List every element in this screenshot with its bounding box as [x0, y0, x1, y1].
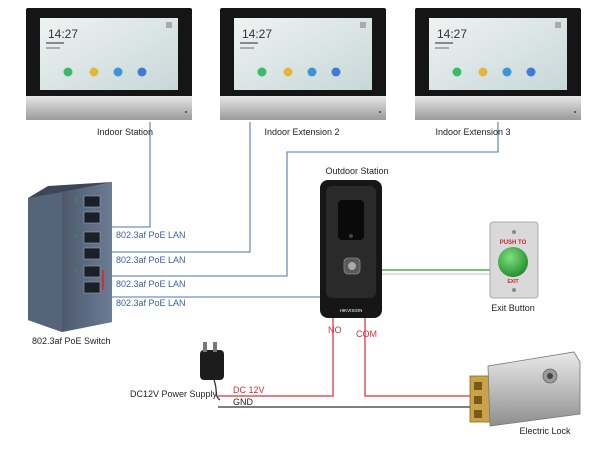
outdoor-station: HIKVISION — [320, 180, 382, 318]
indoor-extension-2: 14:27 — [220, 8, 386, 120]
indoor-station-clock: 14:27 — [48, 27, 78, 41]
indoor-extension-3-label: Indoor Extension 3 — [435, 127, 510, 137]
poe-switch — [28, 182, 112, 332]
no-label: NO — [328, 325, 342, 335]
lan-label-2: 802.3af PoE LAN — [116, 255, 186, 265]
exit-button-bottom-text: EXIT — [507, 279, 518, 285]
lan-label-3: 802.3af PoE LAN — [116, 279, 186, 289]
com-wire — [364, 318, 478, 397]
poe-switch-label: 802.3af PoE Switch — [32, 336, 111, 346]
power-supply-cable — [213, 379, 221, 401]
indoor-station: 14:27 — [26, 8, 192, 120]
wires — [112, 122, 499, 408]
electric-lock-label: Electric Lock — [519, 426, 571, 436]
outdoor-station-label: Outdoor Station — [325, 166, 388, 176]
exit-button-top-text: PUSH TO — [500, 240, 527, 246]
exit-button: PUSH TO EXIT — [489, 221, 539, 299]
electric-lock — [469, 351, 581, 427]
lan-wire-extension-2 — [112, 122, 251, 253]
outdoor-station-brand: HIKVISION — [340, 308, 363, 313]
indoor-extension-3: 14:27 — [415, 8, 581, 120]
lan-wire-indoor-station — [112, 122, 151, 228]
gnd-label: GND — [233, 397, 254, 407]
com-label: COM — [356, 329, 377, 339]
indoor-extension-2-label: Indoor Extension 2 — [264, 127, 339, 137]
lan-label-1: 802.3af PoE LAN — [116, 230, 186, 240]
indoor-extension-3-clock: 14:27 — [437, 27, 467, 41]
lan-label-4: 802.3af PoE LAN — [116, 298, 186, 308]
indoor-station-label: Indoor Station — [97, 127, 153, 137]
exit-button-label: Exit Button — [491, 303, 535, 313]
lan-wire-extension-3 — [112, 122, 499, 277]
power-supply — [200, 342, 224, 380]
power-supply-label: DC12V Power Supply — [130, 389, 218, 399]
indoor-extension-2-clock: 14:27 — [242, 27, 272, 41]
dc12v-label: DC 12V — [233, 385, 265, 395]
no-wire — [218, 318, 334, 397]
